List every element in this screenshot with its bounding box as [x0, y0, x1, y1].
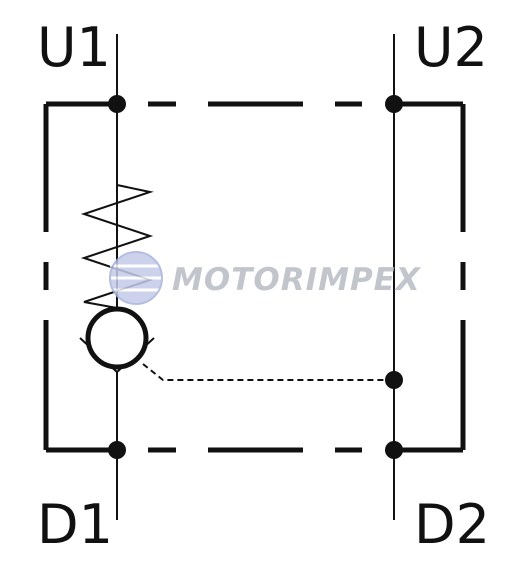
watermark-text: MOTORIMPEX [172, 262, 422, 298]
port-label-d1: D1 [37, 493, 113, 556]
spring [80, 184, 154, 309]
check-valve-ball [85, 306, 149, 370]
watermark: MOTORIMPEX [109, 251, 422, 305]
globe-icon [109, 251, 163, 305]
junction-d1-bottom [108, 441, 126, 459]
pilot-line [142, 363, 394, 381]
port-label-u1: U1 [37, 16, 111, 79]
junction-d2-bottom [385, 441, 403, 459]
junction-dots [108, 95, 403, 459]
port-label-u2: U2 [414, 16, 488, 79]
junction-u2-top [385, 95, 403, 113]
junction-pilot [385, 371, 403, 389]
port-label-d2: D2 [414, 493, 490, 556]
valve-housing-outline [43, 101, 466, 453]
junction-u1-top [108, 95, 126, 113]
